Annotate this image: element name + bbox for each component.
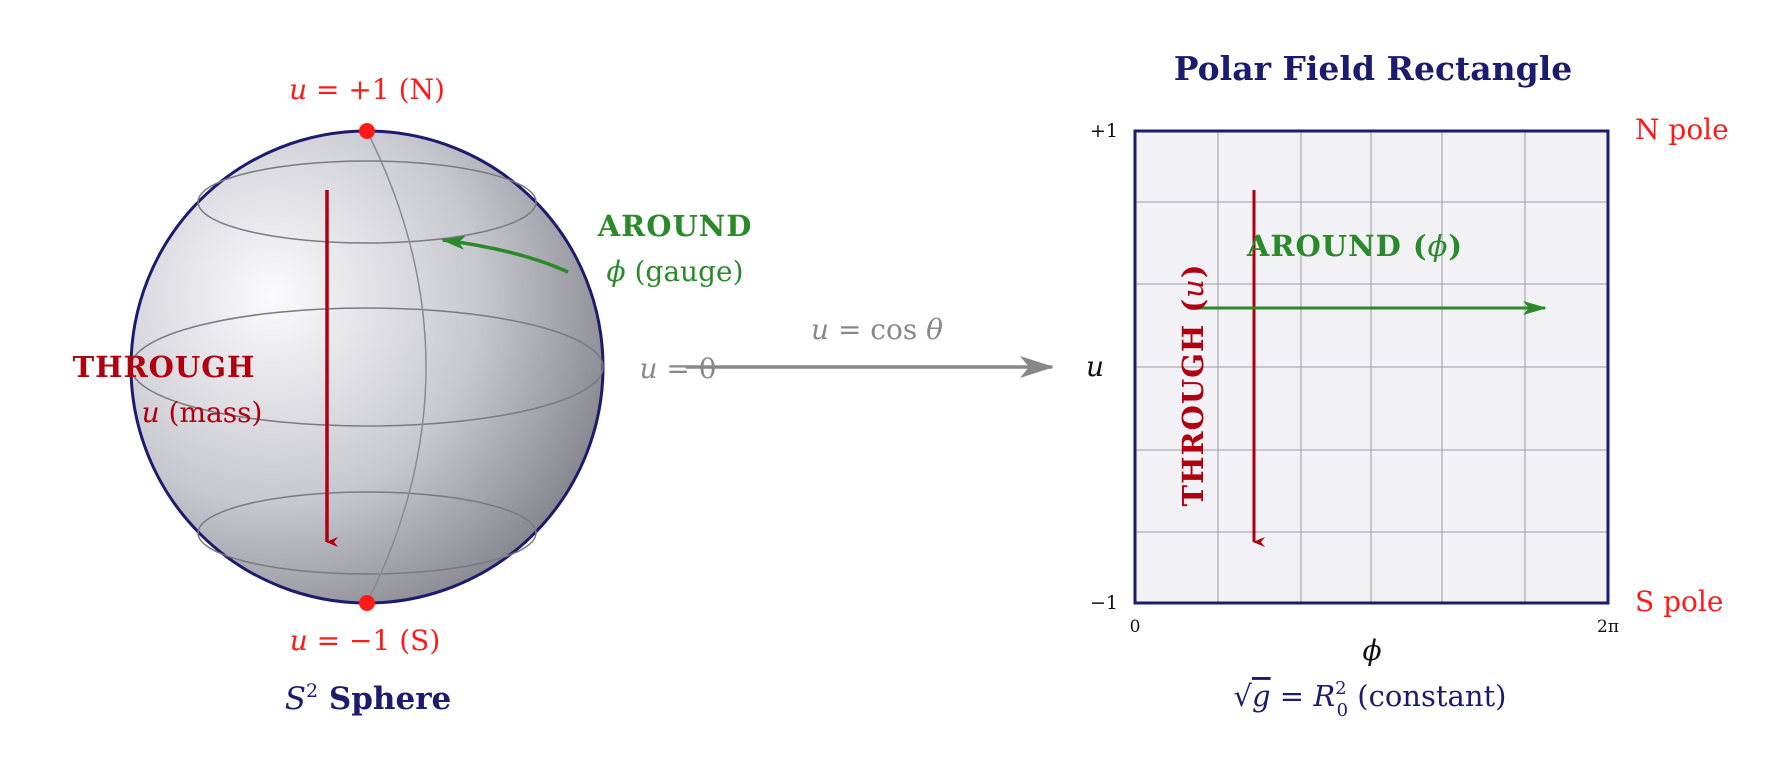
rectangle-figure: Polar Field Rectangle AROUND (ϕ) THROUGH… (1086, 49, 1729, 721)
meridian-line (366, 130, 427, 604)
x-tick-left: 0 (1130, 617, 1141, 637)
mapping-var: u (811, 313, 829, 346)
rect-around-close: ) (1448, 229, 1463, 263)
caption-R: R (1312, 679, 1335, 713)
x-axis-label: ϕ (1362, 634, 1381, 667)
south-pole-value: = −1 (S) (308, 624, 440, 657)
through-subtitle: u (mass) (142, 396, 263, 429)
rectangle-title: Polar Field Rectangle (1174, 49, 1573, 88)
latitude-line-bottom (197, 491, 537, 575)
rect-through-close: ) (1176, 263, 1210, 278)
equator-line (130, 307, 604, 427)
north-pole-dot (359, 123, 375, 139)
caption-eq: = (1271, 679, 1314, 713)
rect-around-text: AROUND ( (1246, 229, 1428, 263)
caption-sub: 0 (1337, 700, 1348, 721)
rect-through-label: THROUGH (u) (1176, 263, 1210, 506)
equator-var: u (639, 352, 657, 385)
sphere-caption: S2 Sphere (285, 680, 452, 717)
through-var: u (142, 396, 160, 429)
south-pole-dot (359, 595, 375, 611)
rect-through-var: u (1176, 278, 1210, 298)
around-subtitle: ϕ (gauge) (607, 255, 744, 288)
around-title: AROUND (597, 209, 753, 243)
mapping-theta: θ (926, 313, 943, 346)
rect-around-var: ϕ (1428, 229, 1449, 263)
rect-through-text: THROUGH ( (1176, 298, 1210, 507)
around-var: ϕ (607, 255, 626, 288)
y-axis-label: u (1086, 350, 1104, 383)
x-tick-right: 2π (1597, 617, 1619, 637)
y-tick-top: +1 (1090, 120, 1118, 142)
north-pole-var: u (289, 73, 307, 106)
through-mass: (mass) (160, 396, 263, 429)
north-pole-value: = +1 (N) (307, 73, 445, 106)
caption-rest: (constant) (1348, 679, 1506, 713)
latitude-line-top (197, 160, 537, 244)
caption-g: g (1252, 679, 1271, 713)
rect-around-label: AROUND (ϕ) (1246, 229, 1463, 263)
sphere-figure: u = +1 (N) u = −1 (S) AROUND ϕ (gauge) T… (73, 73, 753, 717)
south-pole-var: u (290, 624, 308, 657)
caption-sqrt: √ (1234, 679, 1253, 713)
mapping-cos: = cos (829, 313, 926, 346)
rectangle-border (1133, 129, 1610, 605)
sphere-caption-symbol: S (285, 681, 306, 717)
rectangle-grid (1135, 131, 1608, 603)
sphere-caption-text: Sphere (318, 681, 451, 717)
n-pole-label: N pole (1635, 113, 1729, 146)
mapping-arrow-group: u = cos θ (686, 313, 1054, 378)
sphere-caption-sup: 2 (306, 680, 318, 702)
south-pole-label: u = −1 (S) (290, 624, 441, 657)
through-title: THROUGH (73, 350, 256, 384)
y-tick-bottom: −1 (1090, 592, 1118, 614)
mapping-label: u = cos θ (811, 313, 943, 346)
caption-sup: 2 (1335, 678, 1346, 699)
s-pole-label: S pole (1635, 585, 1723, 618)
north-pole-label: u = +1 (N) (289, 73, 445, 106)
around-gauge: (gauge) (626, 255, 744, 288)
sphere-around-arrow (441, 235, 569, 274)
